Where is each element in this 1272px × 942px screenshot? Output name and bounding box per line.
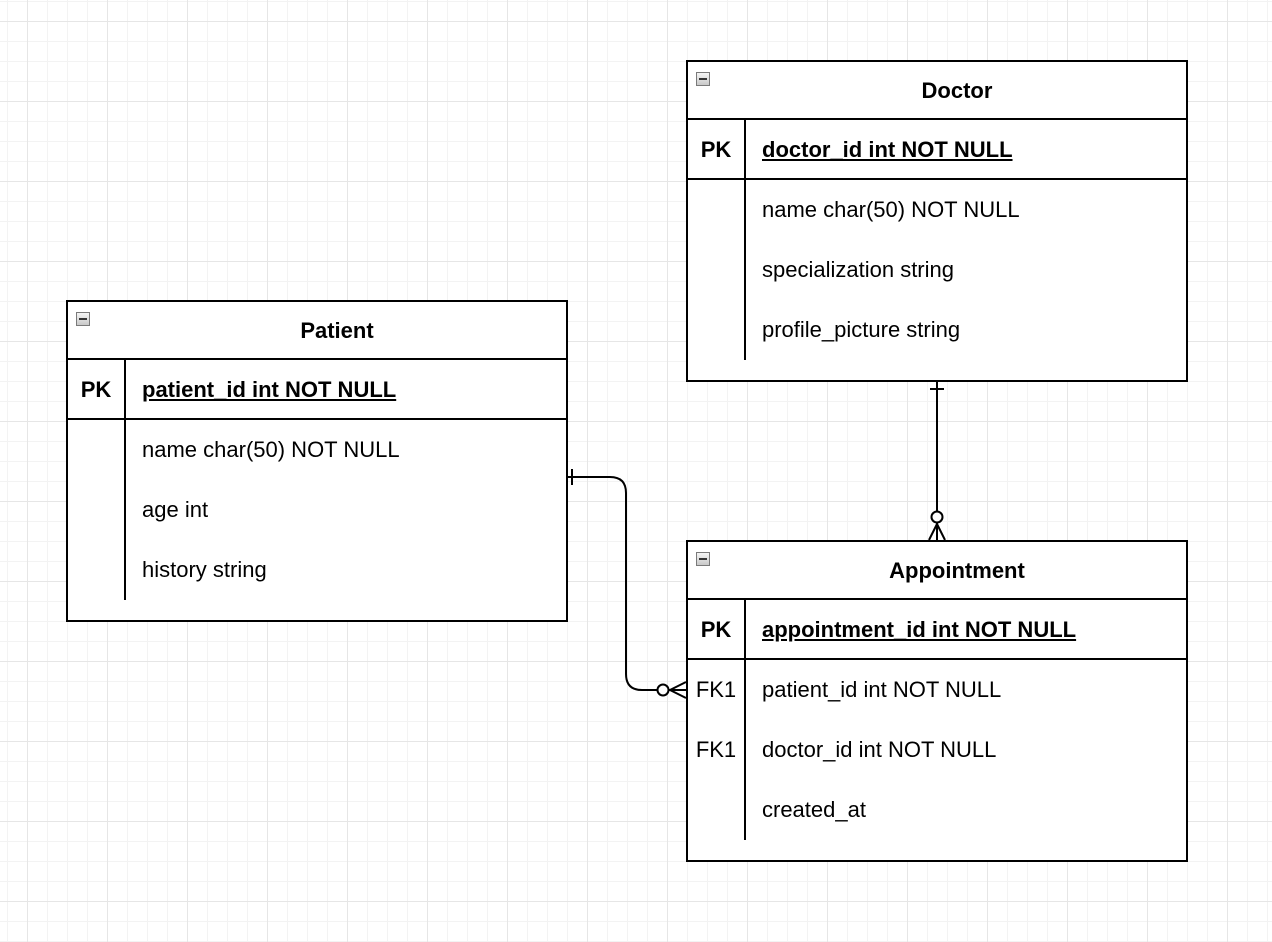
entity-appointment[interactable]: Appointment PK appointment_id int NOT NU… — [686, 540, 1188, 862]
attribute-row[interactable]: name char(50) NOT NULL — [688, 180, 1186, 240]
primary-key-field: appointment_id int NOT NULL — [762, 617, 1077, 642]
entity-header: Patient — [68, 302, 566, 360]
foreign-key-label: FK1 — [688, 720, 746, 780]
key-label — [68, 480, 126, 540]
key-label — [688, 780, 746, 840]
key-label — [688, 240, 746, 300]
entity-patient[interactable]: Patient PK patient_id int NOT NULL name … — [66, 300, 568, 622]
key-label: PK — [688, 120, 746, 178]
collapse-icon[interactable] — [76, 312, 90, 326]
foreign-key-label: FK1 — [688, 660, 746, 720]
key-label: PK — [688, 600, 746, 658]
attribute-field: name char(50) NOT NULL — [142, 437, 400, 462]
relationship-patient-appointment[interactable] — [568, 469, 687, 699]
attribute-row[interactable]: profile_picture string — [688, 300, 1186, 360]
primary-key-row[interactable]: PK appointment_id int NOT NULL — [688, 600, 1186, 660]
attribute-row[interactable]: created_at — [688, 780, 1186, 840]
entity-doctor[interactable]: Doctor PK doctor_id int NOT NULL name ch… — [686, 60, 1188, 382]
entity-title: Doctor — [921, 78, 993, 103]
primary-key-field: doctor_id int NOT NULL — [762, 137, 1013, 162]
primary-key-field: patient_id int NOT NULL — [142, 377, 397, 402]
attribute-row[interactable]: age int — [68, 480, 566, 540]
attribute-row[interactable]: FK1 patient_id int NOT NULL — [688, 660, 1186, 720]
key-label — [68, 420, 126, 480]
collapse-icon[interactable] — [696, 72, 710, 86]
many-crowfoot-marker — [928, 523, 946, 541]
attribute-row[interactable]: name char(50) NOT NULL — [68, 420, 566, 480]
key-label — [688, 180, 746, 240]
attribute-row[interactable]: FK1 doctor_id int NOT NULL — [688, 720, 1186, 780]
attribute-row[interactable]: specialization string — [688, 240, 1186, 300]
key-label — [68, 540, 126, 600]
many-crowfoot-marker — [669, 681, 687, 699]
attribute-field: age int — [142, 497, 209, 522]
primary-key-row[interactable]: PK doctor_id int NOT NULL — [688, 120, 1186, 180]
zero-cardinality-marker — [930, 510, 944, 524]
zero-cardinality-marker — [656, 683, 670, 697]
entity-header: Appointment — [688, 542, 1186, 600]
attribute-field: specialization string — [762, 257, 954, 282]
relationship-doctor-appointment[interactable] — [928, 382, 946, 541]
collapse-icon[interactable] — [696, 552, 710, 566]
attribute-field: created_at — [762, 797, 866, 822]
connector-line — [568, 476, 686, 691]
attribute-field: doctor_id int NOT NULL — [762, 737, 997, 762]
entity-title: Appointment — [889, 558, 1025, 583]
entity-title: Patient — [300, 318, 374, 343]
entity-header: Doctor — [688, 62, 1186, 120]
attribute-field: profile_picture string — [762, 317, 961, 342]
key-label: PK — [68, 360, 126, 418]
primary-key-row[interactable]: PK patient_id int NOT NULL — [68, 360, 566, 420]
key-label — [688, 300, 746, 360]
attribute-field: patient_id int NOT NULL — [762, 677, 1002, 702]
attribute-row[interactable]: history string — [68, 540, 566, 600]
attribute-field: history string — [142, 557, 267, 582]
attribute-field: name char(50) NOT NULL — [762, 197, 1020, 222]
